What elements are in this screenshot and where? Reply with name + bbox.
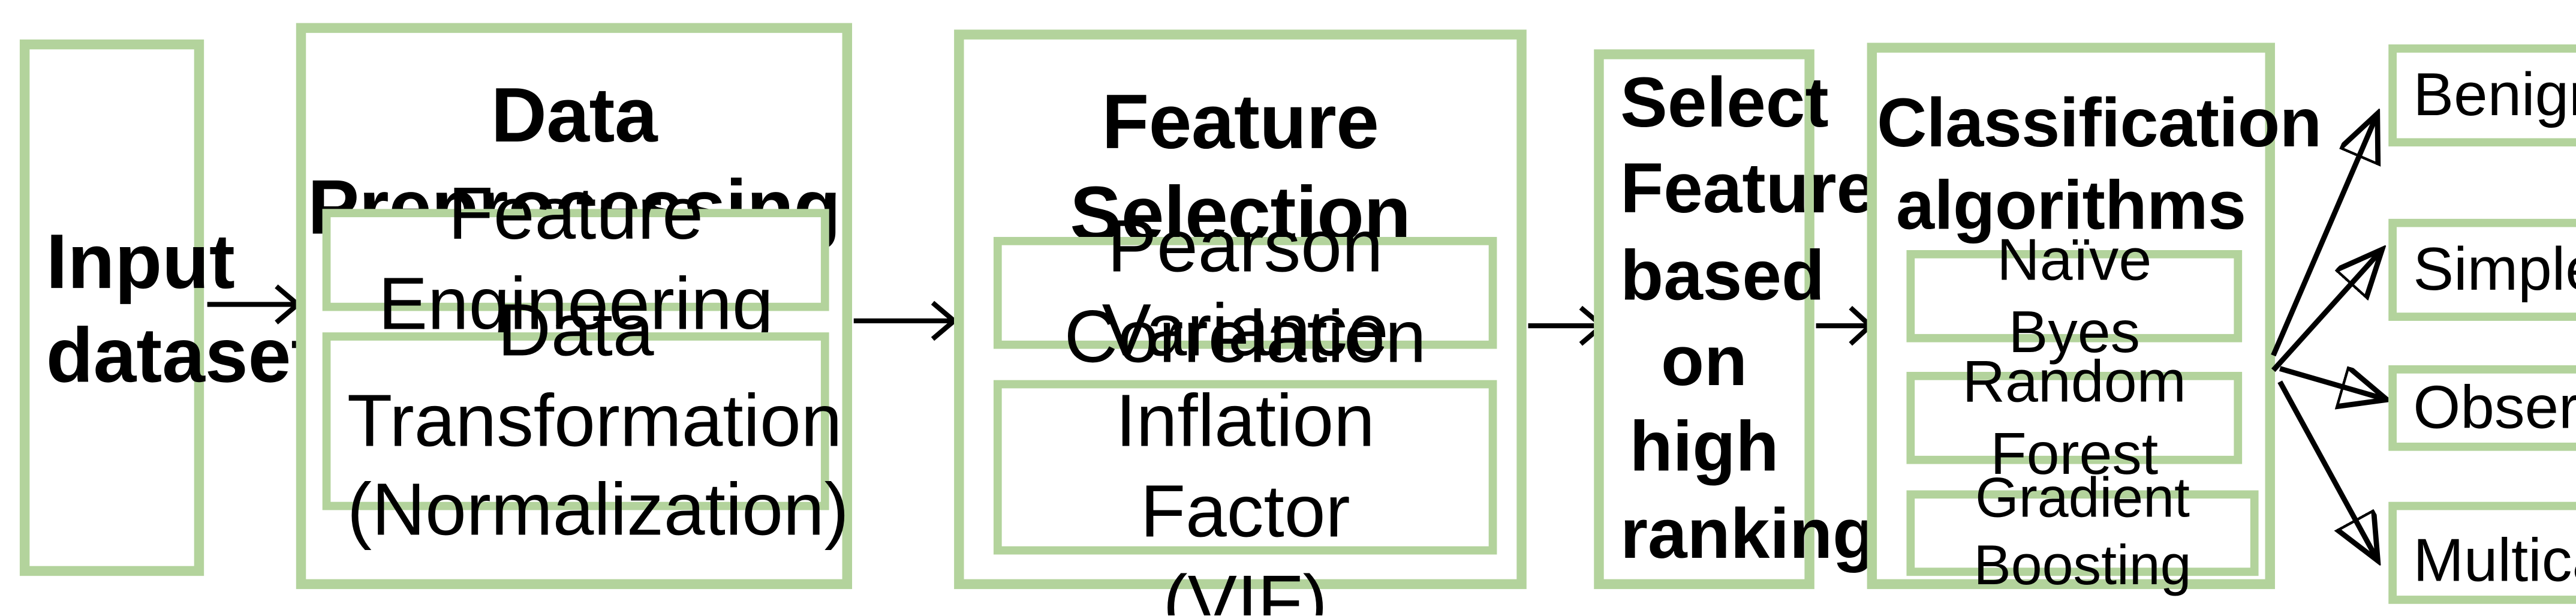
data-transformation-label: Data Transformation(Normalization) <box>347 287 849 552</box>
node-feature-engineering[interactable]: Feature Engineering <box>322 172 829 345</box>
pearson-correlation-label: Pearson Correlation <box>1064 204 1427 378</box>
node-pearson-correlation[interactable]: Pearson Correlation <box>993 204 1497 378</box>
node-output-observe[interactable]: Observe <box>2388 365 2576 451</box>
output-multica-label: Multica <box>2413 526 2576 594</box>
gradient-boosting-label: Gradient Boosting <box>1973 466 2192 597</box>
node-feature-selection-methods[interactable]: Feature Selection Methods Pearson Correl… <box>954 29 1527 615</box>
arrow-to-simple <box>2271 253 2379 372</box>
node-data-transformation[interactable]: Data Transformation(Normalization) <box>322 287 849 552</box>
connector-select-features-to-classification <box>1816 305 1874 346</box>
arrow-to-multica <box>2277 380 2375 556</box>
node-output-simple[interactable]: Simple <box>2388 218 2576 321</box>
node-naive-bayes[interactable]: Naïve Byes <box>1906 226 2243 365</box>
connector-preprocessing-to-feature-selection <box>853 301 958 341</box>
node-gradient-boosting[interactable]: Gradient Boosting <box>1906 467 2259 597</box>
feature-engineering-label: Feature Engineering <box>378 171 774 346</box>
naive-bayes-label: Naïve Byes <box>1997 226 2152 366</box>
output-simple-label: Simple <box>2413 236 2576 304</box>
random-forest-label: Random Forest <box>1962 347 2186 488</box>
arrow-to-observe <box>2279 366 2382 398</box>
node-random-forest[interactable]: Random Forest <box>1906 347 2243 487</box>
output-observe-label: Observe <box>2413 374 2576 442</box>
node-output-benign[interactable]: Benign <box>2388 44 2576 147</box>
output-benign-label: Benign <box>2413 61 2576 130</box>
node-variance-inflation-factor[interactable]: Variance Inflation Factor(VIF) <box>993 289 1497 615</box>
node-data-preprocessing[interactable]: Data Preprocessing Feature Engineering D… <box>296 23 853 590</box>
variance-inflation-factor-label: Variance Inflation Factor(VIF) <box>1102 288 1389 615</box>
node-output-multica[interactable]: Multica <box>2388 501 2576 604</box>
